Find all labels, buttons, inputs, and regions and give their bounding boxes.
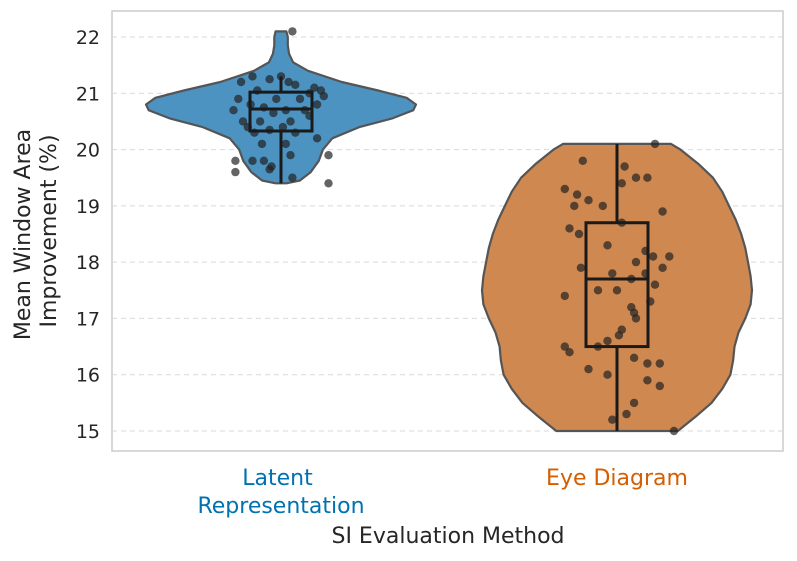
data-point (281, 139, 290, 149)
data-point (669, 426, 679, 436)
data-point (565, 348, 574, 357)
category-label-latent: Latent Representation (197, 466, 364, 519)
x-axis-title: SI Evaluation Method (331, 524, 564, 549)
data-point (238, 117, 248, 126)
data-point (255, 117, 265, 126)
data-point (598, 201, 607, 211)
data-point (234, 94, 243, 104)
data-point (584, 196, 593, 205)
box-iqr (584, 221, 650, 349)
category-label-line: Latent (242, 466, 313, 491)
data-point (608, 269, 617, 278)
y-axis-title: Mean Window Area Improvement (%) (11, 122, 62, 340)
y-axis-title-line: Mean Window Area (11, 129, 36, 340)
data-point (631, 257, 641, 267)
data-point (665, 252, 674, 261)
y-tick-label: 18 (76, 252, 100, 274)
y-tick-labels: 15 16 17 18 19 20 21 22 (76, 27, 100, 443)
data-point (576, 263, 586, 272)
data-point (257, 139, 267, 149)
data-point (631, 314, 641, 323)
data-point (643, 173, 652, 182)
y-tick-label: 17 (76, 308, 100, 330)
data-point (608, 415, 617, 424)
data-point (584, 364, 593, 374)
data-point (570, 201, 579, 211)
data-point (620, 162, 629, 171)
data-point (288, 27, 297, 36)
data-point (603, 370, 612, 379)
data-point (248, 156, 257, 165)
data-point (648, 252, 658, 261)
data-point (324, 151, 333, 160)
data-point (248, 72, 257, 81)
data-point (629, 398, 639, 408)
data-point (236, 77, 246, 87)
data-point (231, 156, 240, 165)
data-point (629, 353, 639, 362)
data-point (658, 263, 667, 272)
data-point (560, 291, 569, 301)
data-point (231, 167, 240, 177)
data-point (593, 286, 603, 295)
data-point (259, 156, 269, 165)
data-point (286, 117, 295, 126)
data-point (650, 139, 660, 149)
y-tick-label: 15 (76, 421, 100, 443)
data-point (312, 100, 322, 109)
data-point (565, 224, 574, 233)
data-point (229, 106, 238, 115)
category-label-eye-diagram: Eye Diagram (546, 466, 688, 491)
data-point (286, 151, 295, 160)
violin-body (144, 30, 418, 185)
data-point (560, 184, 569, 194)
data-point (278, 122, 288, 132)
data-point (622, 409, 631, 419)
data-point (269, 108, 278, 118)
data-point (655, 359, 664, 368)
data-point (265, 75, 274, 84)
data-point (295, 94, 305, 104)
data-point (655, 381, 664, 391)
data-point (612, 286, 622, 295)
data-point (312, 134, 322, 143)
data-point (643, 359, 652, 368)
data-point (658, 207, 667, 216)
data-point (603, 241, 612, 250)
boxplots (248, 76, 650, 431)
data-point (324, 179, 333, 188)
data-point (574, 229, 584, 239)
data-point (310, 83, 319, 92)
data-point (617, 179, 626, 188)
data-point (650, 280, 660, 289)
data-point (284, 77, 293, 87)
data-point (291, 80, 300, 90)
data-point (560, 342, 569, 351)
y-tick-label: 22 (76, 27, 100, 49)
data-point (614, 331, 624, 340)
y-tick-label: 19 (76, 196, 100, 218)
data-point (319, 91, 328, 101)
category-label-line: Representation (197, 494, 364, 519)
data-point (631, 173, 641, 182)
data-point (572, 190, 582, 199)
data-point (288, 173, 297, 182)
y-tick-label: 20 (76, 140, 100, 162)
data-point (272, 94, 281, 104)
data-point (265, 165, 274, 174)
box-iqr (248, 90, 314, 133)
data-point (578, 156, 587, 165)
category-label-line: Eye Diagram (546, 466, 688, 491)
data-points (229, 27, 679, 436)
y-tick-label: 16 (76, 365, 100, 387)
data-point (603, 336, 612, 346)
y-tick-label: 21 (76, 83, 100, 105)
y-axis-title-line: Improvement (%) (37, 134, 62, 327)
data-point (643, 376, 652, 385)
